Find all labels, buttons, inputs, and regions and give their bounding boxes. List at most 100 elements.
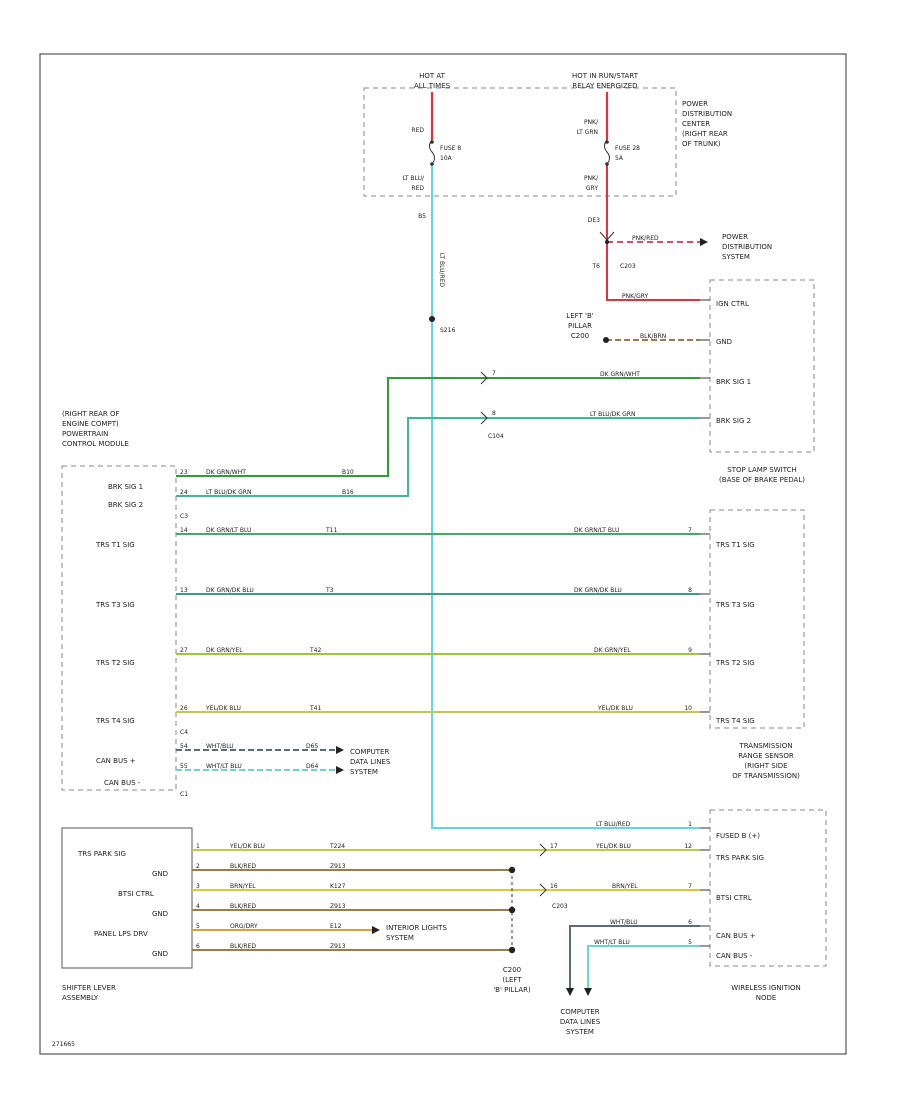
wire-pnk-red-label: PNK/RED — [632, 235, 659, 242]
wire-ltblu-red-vert-label: LT BLU/RED — [438, 253, 445, 288]
arrow-power-distribution — [700, 238, 708, 246]
fuse-28-dot-bottom — [605, 162, 609, 166]
pcm-pin-num-55: 55 — [180, 763, 188, 770]
pcm-pin-can-plus: CAN BUS + — [96, 757, 136, 765]
trs-pin-t3: TRS T3 SIG — [715, 601, 755, 609]
pcm-label-4: CONTROL MODULE — [62, 440, 129, 448]
fuse-28-name: FUSE 28 — [615, 145, 640, 152]
shifter-label-1: SHIFTER LEVER — [62, 984, 116, 992]
wim-pin-trs-park: TRS PARK SIG — [715, 854, 764, 862]
computer-data-top-label-2: DATA LINES — [350, 758, 391, 766]
connector-c203-top-label: C203 — [620, 263, 636, 270]
pdc-pin-left: B5 — [418, 213, 426, 220]
computer-data-top-label-1: COMPUTER — [350, 748, 389, 756]
wim-label-2: NODE — [756, 994, 777, 1002]
ground-dot-1 — [508, 866, 516, 874]
trs-pin-t1: TRS T1 SIG — [715, 541, 755, 549]
trs-pin-num-9: 9 — [688, 647, 692, 654]
wire-lt-blu-grn-pcm-label: LT BLU/DK GRN — [206, 489, 251, 496]
power-distribution-label-2: DISTRIBUTION — [722, 243, 772, 251]
stop-lamp-switch-box — [709, 279, 815, 453]
pcm-pin-num-54: 54 — [180, 743, 188, 750]
c200-label-2: (LEFT — [502, 976, 522, 984]
wim-box — [709, 809, 827, 967]
wire-wim-can-minus — [587, 945, 700, 990]
pdc-label-2: DISTRIBUTION — [682, 110, 732, 118]
shifter-wire-code-6: Z913 — [330, 943, 346, 950]
wire-ltblu-red-label-2: RED — [411, 185, 424, 192]
shifter-wire-color-3: BRN/YEL — [230, 883, 256, 890]
shifter-wire-color-2: BLK/RED — [230, 863, 256, 870]
trs-pin-t4: TRS T4 SIG — [715, 717, 755, 725]
shifter-pin-num-3: 3 — [196, 883, 200, 890]
splice-s216-label: S216 — [440, 327, 455, 334]
left-b-pillar-label-2: PILLAR — [568, 322, 592, 330]
stop-lamp-pin-gnd: GND — [716, 338, 732, 346]
ground-c200-top — [603, 337, 609, 343]
pcm-label-1: (RIGHT REAR OF — [62, 410, 120, 418]
wire-ltblu-red-label: LT BLU/ — [402, 175, 425, 182]
wire-pnk-ltgrn-label: PNK/ — [584, 119, 599, 126]
wire-ltblu-red-main — [431, 164, 700, 829]
connector-c104-pin-2: 8 — [492, 410, 496, 417]
pcm-wire-code-b10: B10 — [342, 469, 354, 476]
wire-dk-grn-wht-label: DK GRN/WHT — [600, 371, 640, 378]
pcm-pin-num-27: 27 — [180, 647, 188, 654]
wim-wire-ltblu-red-label: LT BLU/RED — [596, 821, 631, 828]
shifter-pin-gnd-3: GND — [152, 950, 168, 958]
interior-lights-label-2: SYSTEM — [386, 934, 414, 942]
trs-pin-num-10: 10 — [684, 705, 692, 712]
shifter-wire-color-6: BLK/RED — [230, 943, 256, 950]
pcm-pin-num-23: 23 — [180, 469, 188, 476]
shifter-pin-num-6: 6 — [196, 943, 200, 950]
wire-trs-t4-label-right: YEL/DK BLU — [597, 705, 633, 712]
trs-label-2: RANGE SENSOR — [738, 752, 794, 760]
wire-pnk-ltgrn-label-2: LT GRN — [577, 129, 598, 136]
power-distribution-label-3: SYSTEM — [722, 253, 750, 261]
pcm-box — [61, 465, 177, 791]
pcm-wire-code-t42: T42 — [309, 647, 321, 654]
computer-data-bottom-label-1: COMPUTER — [560, 1008, 599, 1016]
pcm-pin-trs-t4: TRS T4 SIG — [95, 717, 135, 725]
shifter-pin-num-4: 4 — [196, 903, 200, 910]
power-distribution-label-1: POWER — [722, 233, 748, 241]
pcm-wire-code-t3: T3 — [325, 587, 334, 594]
wire-wim-can-plus — [569, 925, 700, 990]
trs-box — [709, 509, 805, 729]
pcm-wire-code-d64: D64 — [306, 763, 318, 770]
arrow-can-minus — [336, 766, 344, 774]
pcm-pin-brk1: BRK SIG 1 — [108, 483, 143, 491]
trs-pin-num-8: 8 — [688, 587, 692, 594]
wire-trs-t4-label-left: YEL/DK BLU — [205, 705, 241, 712]
ground-dot-3 — [508, 946, 516, 954]
pdc-label-1: POWER — [682, 100, 708, 108]
pcm-pin-trs-t3: TRS T3 SIG — [95, 601, 135, 609]
connector-c104-symbol-1 — [480, 371, 488, 385]
c200-label-3: 'B' PILLAR) — [493, 986, 531, 994]
connector-c203-bottom-pin-1: 17 — [550, 843, 558, 850]
connector-c203-bottom-pin-2: 16 — [550, 883, 558, 890]
hot-at-all-times-label-2: ALL TIMES — [414, 82, 451, 90]
pcm-conn-c1: C1 — [180, 791, 188, 798]
pcm-label-3: POWERTRAIN — [62, 430, 108, 438]
arrow-can-plus — [336, 746, 344, 754]
stop-lamp-pin-brk2: BRK SIG 2 — [716, 417, 751, 425]
wire-trs-t3-label-right: DK GRN/DK BLU — [574, 587, 622, 594]
pcm-wire-code-b16: B16 — [342, 489, 354, 496]
trs-pin-t2: TRS T2 SIG — [715, 659, 755, 667]
shifter-pin-num-2: 2 — [196, 863, 200, 870]
shifter-label-2: ASSEMBLY — [62, 994, 99, 1002]
wim-pin-num-6: 6 — [688, 919, 692, 926]
pcm-pin-num-13: 13 — [180, 587, 188, 594]
wim-label-1: WIRELESS IGNITION — [731, 984, 801, 992]
wire-pnk-gry-label: PNK/ — [584, 175, 599, 182]
pcm-pin-num-14: 14 — [180, 527, 188, 534]
pcm-wire-code-d65: D65 — [306, 743, 318, 750]
stop-lamp-pin-brk1: BRK SIG 1 — [716, 378, 751, 386]
pcm-wire-code-t11: T11 — [325, 527, 337, 534]
shifter-pin-panel-lps: PANEL LPS DRV — [94, 930, 148, 938]
wire-lt-blu-grn-label: LT BLU/DK GRN — [590, 411, 635, 418]
fuse-8-dot-bottom — [430, 162, 434, 166]
wire-pcm-can-minus-label: WHT/LT BLU — [206, 763, 242, 770]
pcm-pin-num-26: 26 — [180, 705, 188, 712]
